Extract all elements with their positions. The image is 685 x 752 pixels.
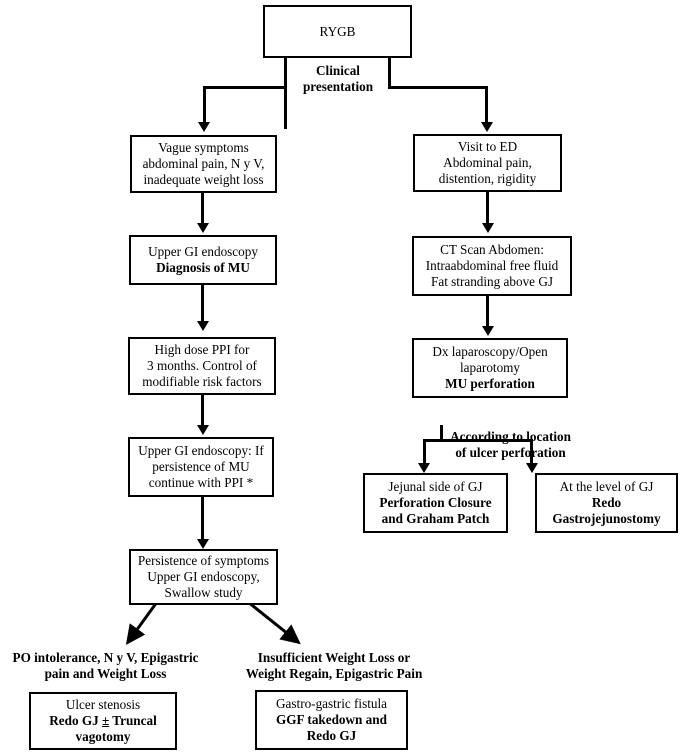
label-insufficient-weight-loss-line-0: Insufficient Weight Loss or [257, 650, 411, 665]
node-left5-line-1: Upper GI endoscopy, [147, 569, 260, 585]
node-outcome-mid-line-1: GGF takedown and [276, 712, 387, 728]
node-right1-line-1: Abdominal pain, [443, 155, 532, 171]
node-outcome-level-of-gj[interactable]: At the level of GJ Redo Gastrojejunostom… [535, 473, 678, 533]
node-left3-ppi-therapy[interactable]: High dose PPI for 3 months. Control of m… [128, 337, 276, 395]
label-according-to-location: According to location of ulcer perforati… [428, 429, 593, 460]
node-left5-line-0: Persistence of symptoms [137, 553, 270, 569]
node-right1-visit-to-ed[interactable]: Visit to ED Abdominal pain, distention, … [413, 134, 562, 192]
node-left4-line-1: persistence of MU [152, 459, 250, 475]
connector-right-branch-down [485, 86, 488, 124]
node-left3-line-1: 3 months. Control of [147, 358, 257, 374]
node-right3-line-2: MU perforation [445, 375, 535, 391]
node-outcome-mid-line-0: Gastro-gastric fistula [276, 696, 387, 712]
plus-minus-symbol: ± [101, 713, 110, 729]
node-left1-line-1: abdominal pain, N y V, [142, 156, 265, 172]
arrow-to-right1 [481, 122, 493, 132]
label-po-intolerance-line-1: pain and Weight Loss [44, 665, 167, 681]
node-left5-persistence-symptoms[interactable]: Persistence of symptoms Upper GI endosco… [129, 549, 278, 605]
node-right1-line-0: Visit to ED [457, 139, 518, 155]
node-right3-line-1: laparotomy [459, 360, 521, 376]
connector-rygb-left-stem [284, 58, 287, 129]
arrow-to-gj-box [526, 463, 538, 473]
node-left4-line-2: continue with PPI * [148, 474, 254, 490]
label-clinical-presentation-line-1: presentation [302, 78, 374, 94]
node-right3-dx-laparoscopy[interactable]: Dx laparoscopy/Open laparotomy MU perfor… [412, 338, 568, 398]
label-insufficient-weight-loss-line-1: Weight Regain, Epigastric Pain [245, 665, 423, 681]
node-outcome-gastro-gastric-fistula[interactable]: Gastro-gastric fistula GGF takedown and … [255, 690, 408, 750]
label-according-to-location-line-0: According to location [450, 429, 571, 444]
node-left1-line-0: Vague symptoms [158, 140, 249, 156]
arrow-left2-left3 [197, 321, 209, 331]
connector-left-branch-down [203, 86, 206, 124]
label-clinical-presentation: Clinical presentation [290, 63, 386, 94]
arrow-left4-left5 [197, 539, 209, 549]
connector-split-right-down [530, 439, 533, 465]
node-left4-line-0: Upper GI endoscopy: If [138, 443, 264, 459]
node-outcome-left-line-1: Redo GJ ± Truncal [49, 713, 157, 729]
node-right1-line-2: distention, rigidity [438, 170, 537, 186]
node-rygb-line-0: RYGB [319, 23, 356, 39]
connector-left5-diagonals [125, 600, 301, 645]
label-insufficient-weight-loss: Insufficient Weight Loss or Weight Regai… [236, 650, 432, 681]
connector-right1-right2 [486, 192, 489, 225]
node-left3-line-0: High dose PPI for [154, 342, 250, 358]
label-according-to-location-line-1: of ulcer perforation [455, 444, 566, 460]
node-left3-line-2: modifiable risk factors [142, 373, 262, 389]
node-right2-ct-scan[interactable]: CT Scan Abdomen: Intraabdominal free flu… [412, 236, 572, 296]
node-left2-endoscopy-diagnosis[interactable]: Upper GI endoscopy Diagnosis of MU [129, 235, 277, 285]
node-outcome-jejunal-line-1: Perforation Closure [379, 495, 492, 511]
connector-left1-left2 [201, 193, 204, 225]
label-po-intolerance: PO intolerance, N y V, Epigastric pain a… [2, 650, 209, 681]
node-outcome-gj-line-1: Redo [591, 495, 622, 511]
arrow-right2-right3 [482, 326, 494, 336]
arrow-right1-right2 [482, 223, 494, 233]
node-left1-vague-symptoms[interactable]: Vague symptoms abdominal pain, N y V, in… [130, 135, 277, 193]
connector-left4-left5 [201, 497, 204, 541]
arrow-to-jejunal-box [418, 463, 430, 473]
connector-top-right-horizontal [388, 86, 488, 89]
arrow-to-left1 [198, 122, 210, 132]
node-right2-line-2: Fat stranding above GJ [431, 273, 553, 289]
connector-top-left-horizontal [203, 86, 287, 89]
connector-left3-left4 [201, 395, 204, 427]
node-right2-line-0: CT Scan Abdomen: [440, 242, 544, 258]
node-outcome-jejunal-side[interactable]: Jejunal side of GJ Perforation Closure a… [363, 473, 508, 533]
node-left1-line-2: inadequate weight loss [143, 171, 264, 187]
node-outcome-jejunal-line-0: Jejunal side of GJ [388, 479, 483, 495]
node-left5-line-2: Swallow study [164, 584, 243, 600]
node-outcome-jejunal-line-2: and Graham Patch [381, 510, 490, 526]
label-po-intolerance-line-0: PO intolerance, N y V, Epigastric [12, 650, 199, 665]
connector-left2-left3 [201, 285, 204, 323]
node-left2-line-0: Upper GI endoscopy [148, 244, 258, 260]
node-left2-line-1: Diagnosis of MU [156, 260, 250, 275]
connector-right3-split-horizontal [423, 439, 533, 442]
node-rygb[interactable]: RYGB [263, 5, 412, 58]
connector-rygb-right-stem [388, 58, 391, 89]
node-right3-line-0: Dx laparoscopy/Open [432, 344, 548, 360]
node-outcome-gj-line-0: At the level of GJ [559, 479, 654, 495]
label-clinical-presentation-line-0: Clinical [316, 63, 360, 78]
node-right2-line-1: Intraabdominal free fluid [425, 258, 559, 274]
node-outcome-left-line-2: vagotomy [75, 728, 131, 744]
connector-right2-right3 [486, 296, 489, 328]
node-outcome-mid-line-2: Redo GJ [306, 727, 357, 743]
node-outcome-left-line-0: Ulcer stenosis [65, 697, 141, 713]
arrow-left3-left4 [197, 425, 209, 435]
arrow-left1-left2 [197, 223, 209, 233]
connector-split-left-down [423, 439, 426, 465]
node-outcome-gj-line-2: Gastrojejunostomy [552, 510, 661, 526]
node-left4-repeat-endoscopy[interactable]: Upper GI endoscopy: If persistence of MU… [128, 437, 274, 497]
node-outcome-ulcer-stenosis[interactable]: Ulcer stenosis Redo GJ ± Truncal vagotom… [29, 692, 177, 750]
connector-right3-split-stem [440, 425, 443, 442]
